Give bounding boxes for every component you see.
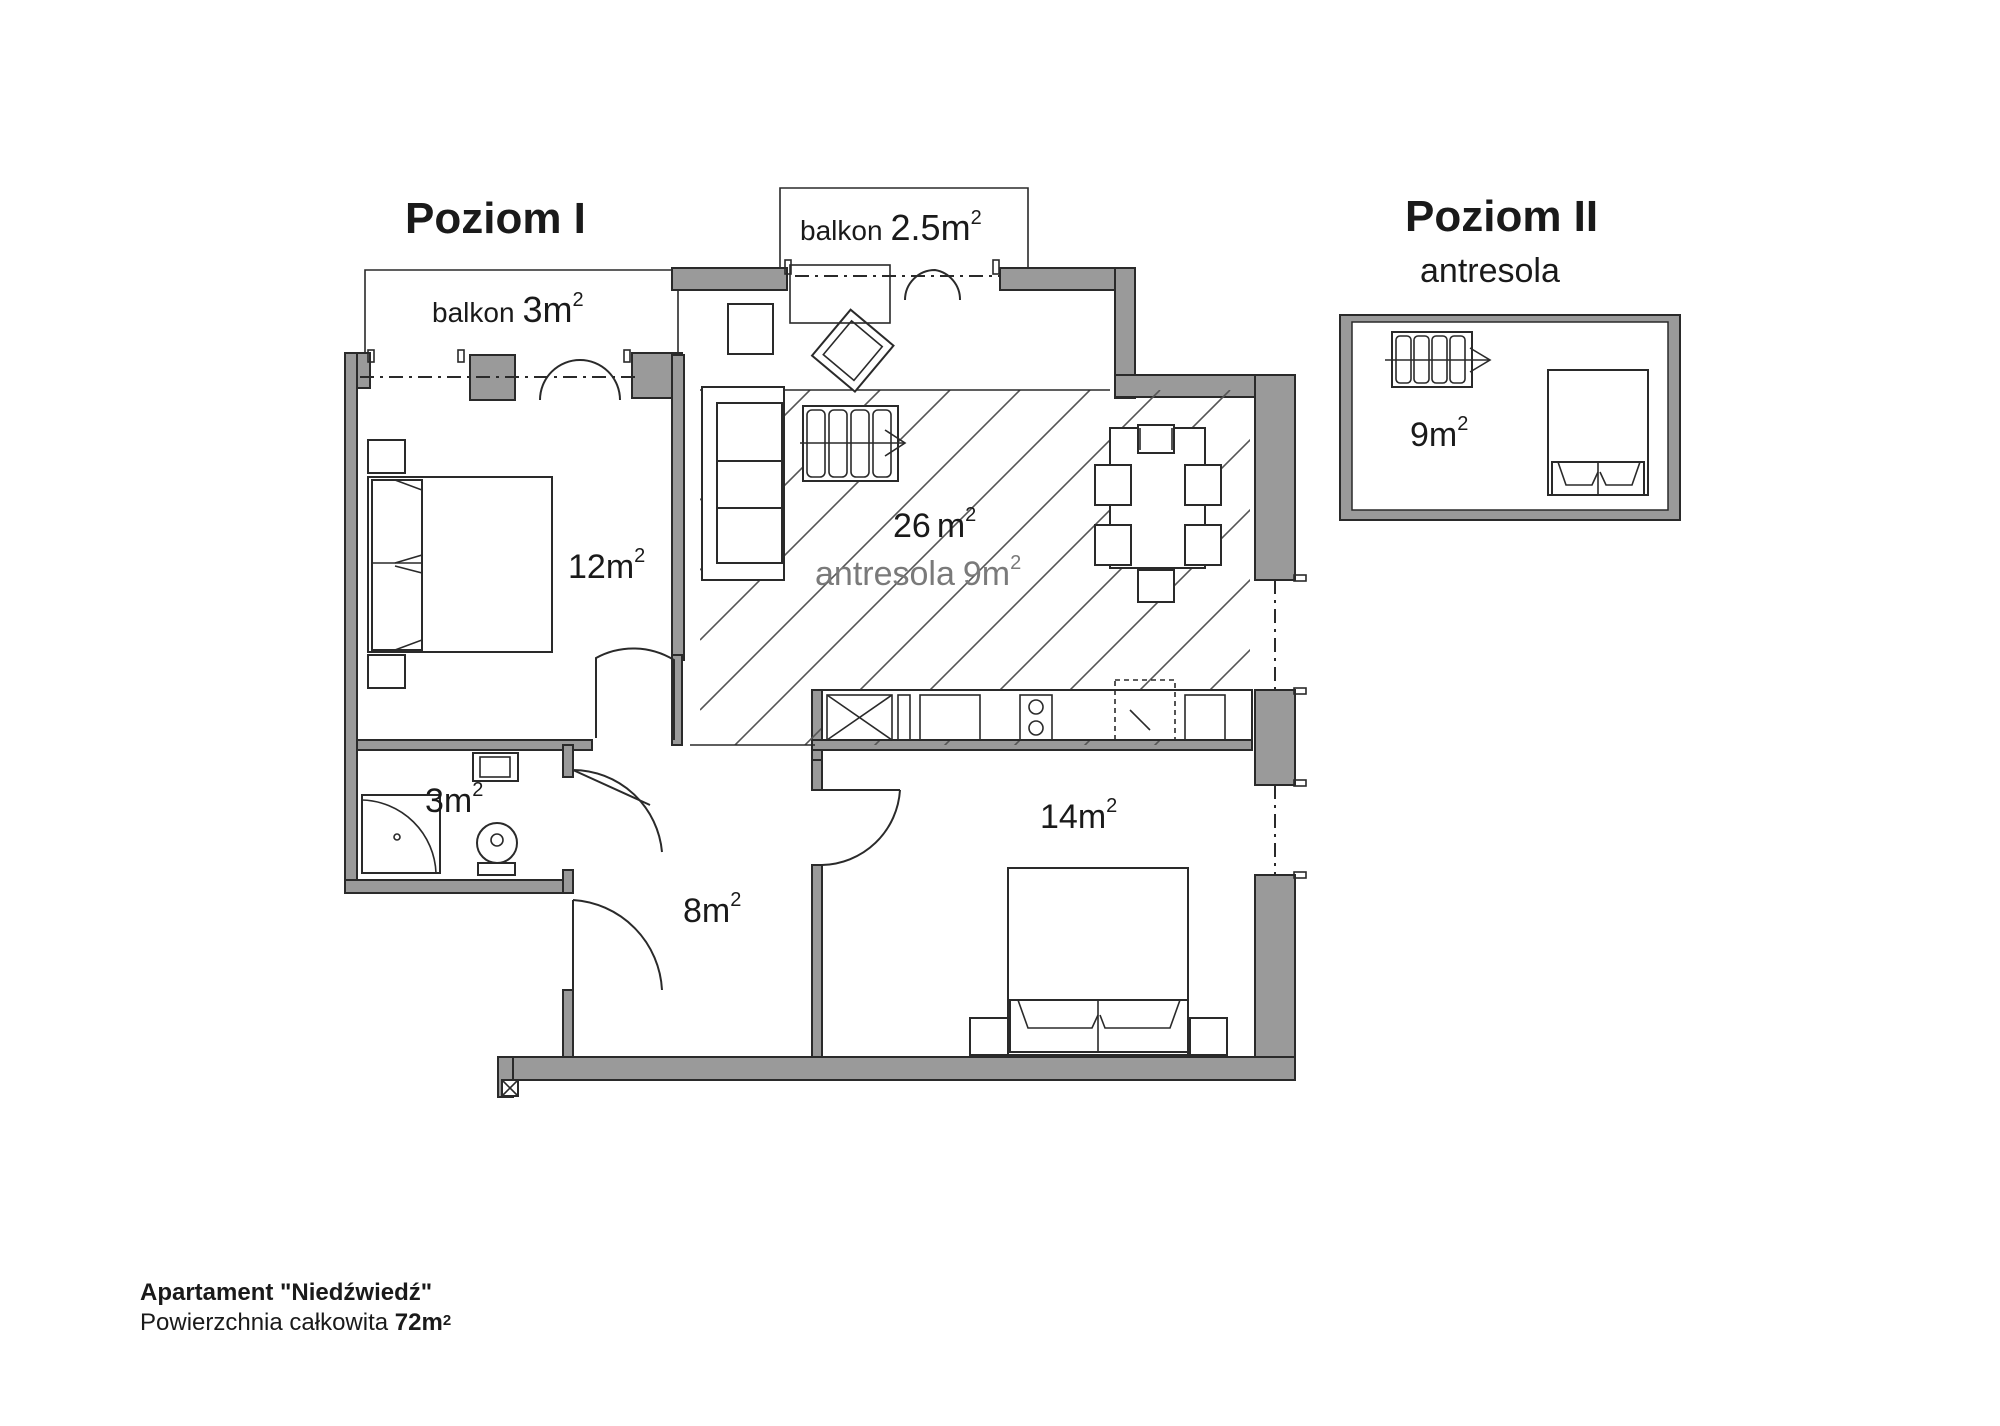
level-2-plan bbox=[1339, 314, 1681, 521]
stairs-level-2 bbox=[1385, 331, 1492, 388]
antresola-9-area: 9m2 bbox=[1410, 413, 1468, 454]
level-2-title: Poziom II bbox=[1405, 192, 1598, 241]
total-area-label: Powierzchnia całkowita bbox=[140, 1309, 389, 1336]
total-area-value: 72m bbox=[394, 1309, 443, 1336]
total-area-sup: 2 bbox=[442, 1312, 452, 1329]
armchair bbox=[810, 308, 895, 394]
balcony-1-outline bbox=[364, 269, 679, 355]
side-table bbox=[727, 303, 774, 355]
bath-fixtures bbox=[361, 752, 519, 876]
stair-outline-top bbox=[789, 264, 891, 324]
stairs-level-1 bbox=[800, 405, 907, 482]
apartment-info: Apartament "Niedźwiedź" Powierzchnia cał… bbox=[140, 1278, 451, 1338]
kitchen-counter bbox=[821, 679, 1253, 741]
sofa bbox=[701, 386, 785, 581]
bed-level-2 bbox=[1547, 369, 1649, 496]
level-2-subtitle: antresola bbox=[1420, 252, 1560, 290]
hall-8-area: 8m2 bbox=[683, 889, 741, 930]
bedroom-12-area: 12m2 bbox=[568, 545, 645, 586]
bath-3-area: 3m2 bbox=[425, 779, 483, 820]
level-1-title: Poziom I bbox=[405, 194, 586, 243]
bedroom-14-area: 14m2 bbox=[1040, 795, 1117, 836]
bed-bedroom-12 bbox=[367, 439, 553, 689]
total-area-line: Powierzchnia całkowita 72m2 bbox=[140, 1308, 451, 1338]
balcony-2-outline bbox=[779, 187, 1029, 268]
vent-box bbox=[501, 1079, 519, 1097]
window-marks bbox=[367, 259, 1307, 879]
apartment-name: Apartament "Niedźwiedź" bbox=[140, 1279, 433, 1306]
bed-bedroom-14 bbox=[969, 867, 1228, 1056]
doors bbox=[539, 268, 962, 991]
dining-table bbox=[1094, 424, 1222, 603]
level-1-plan bbox=[344, 187, 1307, 1098]
